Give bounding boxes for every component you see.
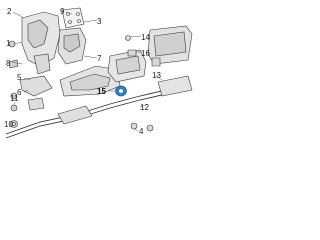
callout-16: 16 <box>141 49 150 58</box>
callout-5: 5 <box>17 73 22 82</box>
callout-15: 15 <box>97 87 106 96</box>
leader-lines <box>11 11 163 132</box>
callout-4: 4 <box>139 127 144 136</box>
hangers[interactable] <box>125 35 161 132</box>
callout-1: 1 <box>6 39 11 48</box>
tail-section[interactable] <box>157 75 193 97</box>
callout-8: 8 <box>6 59 11 68</box>
callout-12: 12 <box>140 103 149 112</box>
heat-shield-center[interactable] <box>59 65 121 97</box>
callout-14: 14 <box>141 33 150 42</box>
highlighted-gasket[interactable] <box>115 85 127 97</box>
callout-6: 6 <box>17 88 22 97</box>
left-fasteners[interactable] <box>8 40 19 128</box>
diagram-svg: 2 1 8 9 3 14 16 7 5 13 6 15 11 12 10 4 <box>4 7 193 139</box>
muffler-rear[interactable] <box>107 49 147 83</box>
callout-9: 9 <box>60 7 65 16</box>
exhaust-manifold[interactable] <box>21 11 61 75</box>
resonator[interactable] <box>57 105 93 125</box>
bracket-left[interactable] <box>19 75 53 111</box>
callout-13: 13 <box>152 71 161 80</box>
muffler-upper[interactable] <box>147 25 193 65</box>
callout-11: 11 <box>10 94 19 103</box>
gasket-upper[interactable] <box>61 7 85 29</box>
callout-10: 10 <box>4 120 13 129</box>
exhaust-parts-diagram: 2 1 8 9 3 14 16 7 5 13 6 15 11 12 10 4 <box>0 0 200 147</box>
heat-shield-upper[interactable] <box>57 27 87 65</box>
callout-2: 2 <box>7 7 12 16</box>
callout-3: 3 <box>97 17 102 26</box>
callout-7: 7 <box>97 54 102 63</box>
